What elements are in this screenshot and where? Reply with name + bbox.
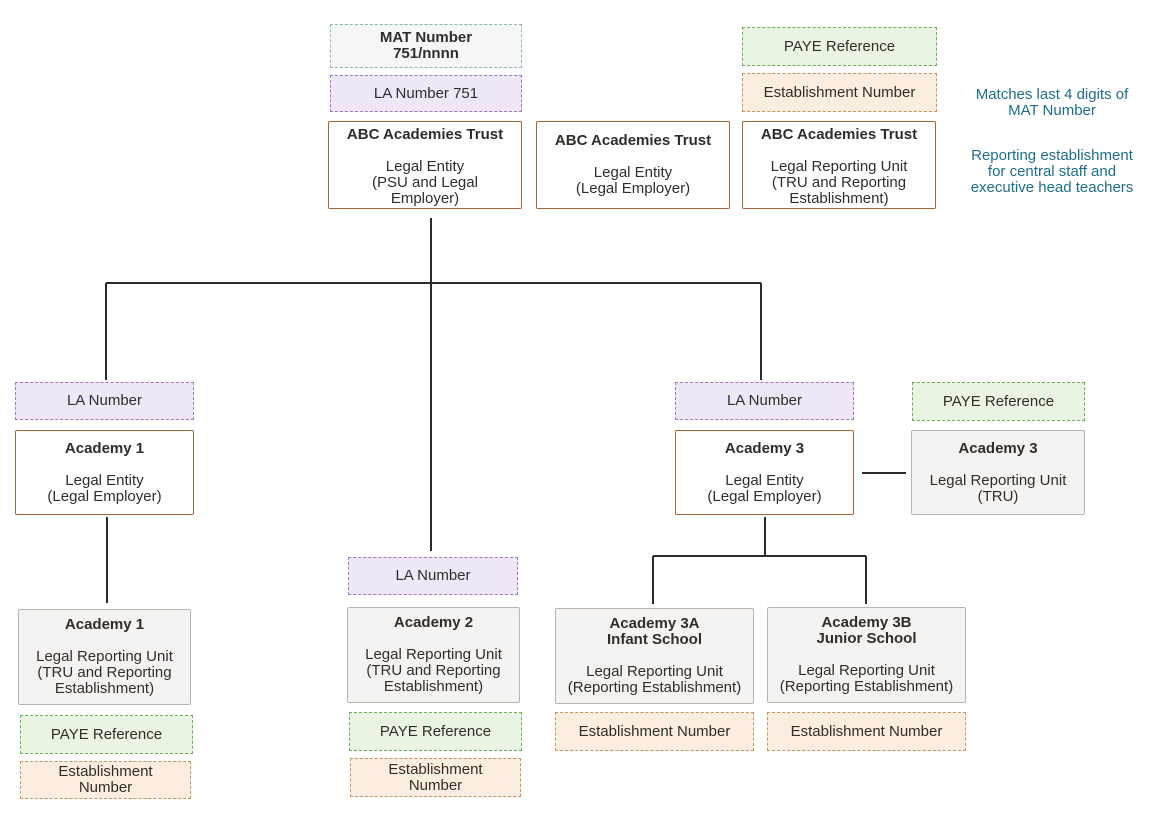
trust-establishment-number-tag: Establishment Number: [742, 73, 937, 112]
trust-employer-line2: (Legal Employer): [575, 180, 691, 197]
trust-psu-title: ABC Academies Trust: [346, 126, 504, 143]
mat-number-value: 751/nnnn: [393, 45, 459, 62]
academy1-legal-entity-box: Academy 1 Legal Entity (Legal Employer): [15, 430, 194, 515]
trust-paye-label: PAYE Reference: [783, 37, 896, 55]
academy1-legal-reporting-unit-box: Academy 1 Legal Reporting Unit (TRU and …: [18, 609, 191, 705]
academy3-tru-line2: (TRU): [977, 487, 1019, 505]
academy2-establishment-number-tag: Establishment Number: [350, 758, 521, 797]
trust-psu-line2: (PSU and Legal: [372, 174, 478, 191]
trust-la-number-tag: LA Number 751: [330, 75, 522, 112]
academy3-la-number-label: LA Number: [726, 392, 803, 409]
trust-tru-title: ABC Academies Trust: [760, 126, 918, 143]
trust-tru-line3: Establishment): [789, 190, 889, 207]
academy1-le-line2: (Legal Employer): [47, 487, 162, 505]
trust-establishment-label: Establishment Number: [763, 83, 916, 101]
academy3b-establishment-label: Establishment Number: [790, 722, 943, 740]
academy3-tru-line1: Legal Reporting Unit: [929, 471, 1067, 489]
academy3-tru-box: Academy 3 Legal Reporting Unit (TRU): [911, 430, 1085, 515]
academy1-la-number-label: LA Number: [66, 392, 143, 409]
academy2-paye-label: PAYE Reference: [379, 722, 492, 740]
trust-employer-line1: Legal Entity: [593, 164, 673, 181]
academy3a-legal-reporting-unit-box: Academy 3A Infant School Legal Reporting…: [555, 608, 754, 704]
note-reporting-line2: for central staff and: [987, 163, 1117, 180]
academy3a-establishment-number-tag: Establishment Number: [555, 712, 754, 751]
mat-number-tag: MAT Number 751/nnnn: [330, 24, 522, 68]
academy3a-line2: (Reporting Establishment): [567, 679, 742, 696]
academy3-paye-reference-tag: PAYE Reference: [912, 382, 1085, 421]
trust-psu-line1: Legal Entity: [385, 158, 465, 175]
academy2-lru-line3: Establishment): [383, 678, 484, 695]
academy1-lru-line1: Legal Reporting Unit: [36, 648, 173, 665]
academy3-paye-label: PAYE Reference: [942, 392, 1055, 410]
note-reporting-line3: executive head teachers: [970, 179, 1134, 196]
trust-tru-legal-reporting-unit-box: ABC Academies Trust Legal Reporting Unit…: [742, 121, 936, 209]
academy1-la-number-tag: LA Number: [15, 382, 194, 420]
academy3a-line1: Legal Reporting Unit: [586, 663, 723, 680]
academy2-lru-line2: (TRU and Reporting: [366, 662, 501, 679]
academy3b-line1: Legal Reporting Unit: [798, 662, 935, 679]
academy3b-establishment-number-tag: Establishment Number: [767, 712, 966, 751]
academy1-establishment-line2: Number: [78, 779, 133, 796]
academy3-legal-entity-box: Academy 3 Legal Entity (Legal Employer): [675, 430, 854, 515]
trust-paye-reference-tag: PAYE Reference: [742, 27, 937, 66]
academy2-lru-line1: Legal Reporting Unit: [365, 646, 502, 663]
trust-employer-legal-entity-box: ABC Academies Trust Legal Entity (Legal …: [536, 121, 730, 209]
academy2-la-number-tag: LA Number: [348, 557, 518, 595]
academy3a-establishment-label: Establishment Number: [578, 722, 731, 740]
academy1-establishment-line1: Establishment: [58, 763, 153, 780]
trust-employer-title: ABC Academies Trust: [554, 132, 712, 149]
academy1-paye-reference-tag: PAYE Reference: [20, 715, 193, 754]
academy1-le-line1: Legal Entity: [65, 471, 144, 489]
note-mat-digits-line1: Matches last 4 digits of: [975, 86, 1129, 103]
academy1-lru-line3: Establishment): [54, 680, 155, 697]
note-reporting-establishment: Reporting establishment for central staf…: [955, 148, 1149, 196]
academy2-legal-reporting-unit-box: Academy 2 Legal Reporting Unit (TRU and …: [347, 607, 520, 703]
academy1-lru-line2: (TRU and Reporting: [37, 664, 172, 681]
academy1-paye-label: PAYE Reference: [50, 725, 163, 743]
academy1-lru-title: Academy 1: [64, 616, 145, 633]
academy3-le-line1: Legal Entity: [725, 471, 804, 489]
academy3-le-line2: (Legal Employer): [707, 487, 822, 505]
academy2-paye-reference-tag: PAYE Reference: [349, 712, 522, 751]
academy2-la-number-label: LA Number: [395, 567, 471, 584]
trust-tru-line2: (TRU and Reporting: [771, 174, 907, 191]
mat-number-label: MAT Number: [379, 29, 473, 46]
academy3b-title1: Academy 3B: [821, 614, 912, 631]
academy3b-line2: (Reporting Establishment): [779, 678, 954, 695]
academy2-lru-title: Academy 2: [393, 614, 474, 631]
academy3b-title2: Junior School: [816, 630, 917, 647]
academy2-establishment-line2: Number: [408, 776, 463, 794]
trust-psu-legal-entity-box: ABC Academies Trust Legal Entity (PSU an…: [328, 121, 522, 209]
note-mat-digits: Matches last 4 digits of MAT Number: [955, 87, 1149, 119]
trust-psu-line3: Employer): [390, 190, 460, 207]
note-reporting-line1: Reporting establishment: [971, 147, 1133, 164]
academy3a-title2: Infant School: [607, 631, 702, 648]
academy3-le-title: Academy 3: [724, 439, 805, 457]
trust-la-number-label: LA Number 751: [373, 84, 479, 102]
academy3-la-number-tag: LA Number: [675, 382, 854, 420]
academy3b-legal-reporting-unit-box: Academy 3B Junior School Legal Reporting…: [767, 607, 966, 703]
academy3a-title1: Academy 3A: [609, 615, 700, 632]
note-mat-digits-line2: MAT Number: [1008, 102, 1096, 119]
academy1-establishment-number-tag: Establishment Number: [20, 761, 191, 799]
trust-tru-line1: Legal Reporting Unit: [770, 158, 908, 175]
academy2-establishment-line1: Establishment: [388, 760, 483, 778]
academy3-tru-title: Academy 3: [958, 439, 1038, 457]
academy1-le-title: Academy 1: [64, 439, 145, 457]
